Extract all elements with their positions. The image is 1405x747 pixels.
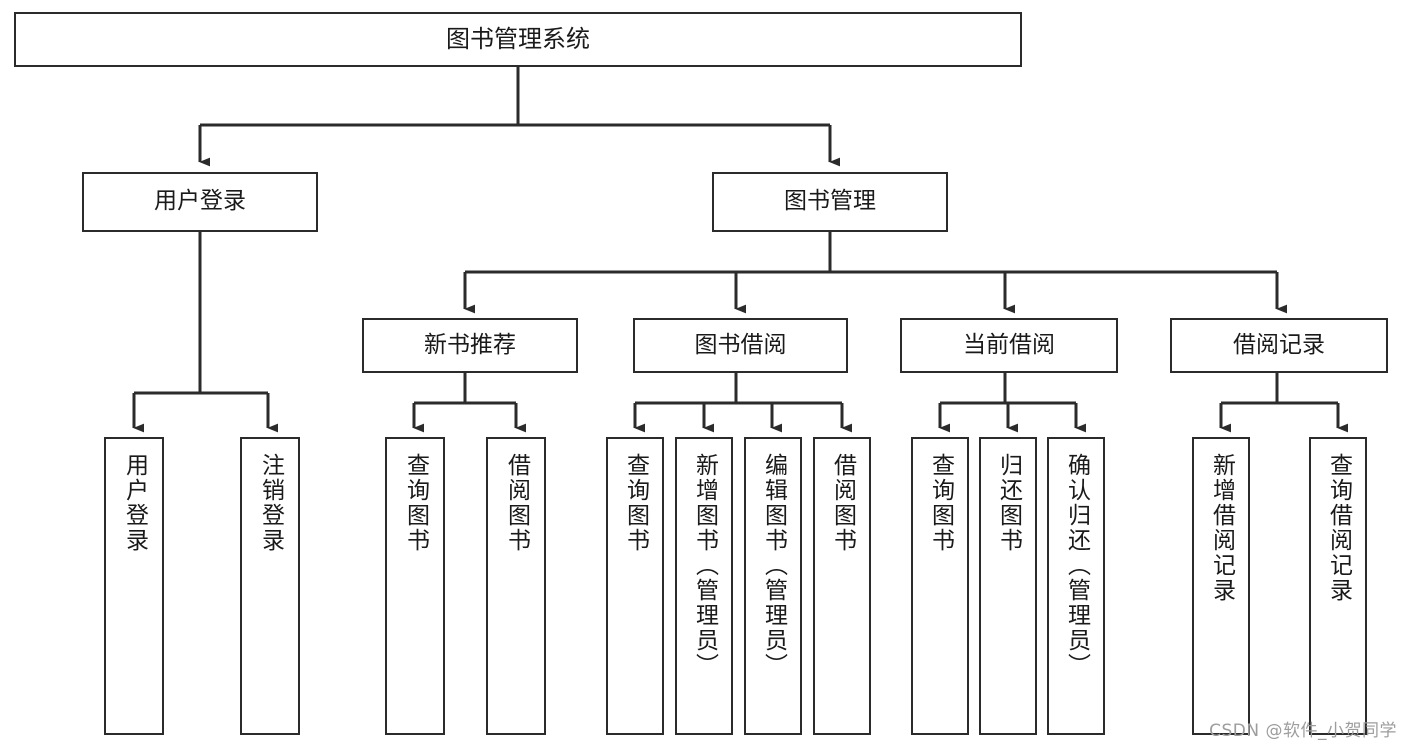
node-label: 用户登录 — [154, 188, 246, 215]
node-label: 新增借阅记录 — [1208, 453, 1235, 603]
node-leaf-borrow-book[interactable]: 借阅图书 — [813, 437, 871, 735]
node-book-management[interactable]: 图书管理 — [712, 172, 948, 232]
node-label: 用户登录 — [121, 453, 148, 553]
node-label: 查询图书 — [622, 453, 649, 553]
node-leaf-query-book-recommend[interactable]: 查询图书 — [385, 437, 445, 735]
node-label: 查询图书 — [402, 453, 429, 553]
node-label: 注销登录 — [257, 453, 284, 553]
node-label: 图书借阅 — [694, 331, 787, 358]
node-current-borrow[interactable]: 当前借阅 — [900, 318, 1118, 373]
node-label: 归还图书 — [995, 453, 1022, 553]
node-label: 编辑图书（管理员） — [760, 453, 787, 678]
node-leaf-query-book-borrow[interactable]: 查询图书 — [606, 437, 664, 735]
node-label: 新书推荐 — [424, 331, 516, 358]
node-label: 当前借阅 — [963, 331, 1055, 358]
node-leaf-add-book-admin[interactable]: 新增图书（管理员） — [675, 437, 733, 735]
node-label: 确认归还（管理员） — [1063, 453, 1090, 678]
node-label: 新增图书（管理员） — [691, 453, 718, 678]
node-borrow-record[interactable]: 借阅记录 — [1170, 318, 1388, 373]
node-leaf-edit-book-admin[interactable]: 编辑图书（管理员） — [744, 437, 802, 735]
node-new-book-recommend[interactable]: 新书推荐 — [362, 318, 578, 373]
node-label: 查询图书 — [927, 453, 954, 553]
node-label: 借阅记录 — [1233, 331, 1325, 358]
node-leaf-query-borrow-record[interactable]: 查询借阅记录 — [1309, 437, 1367, 735]
node-leaf-query-book-current[interactable]: 查询图书 — [911, 437, 969, 735]
node-leaf-user-login[interactable]: 用户登录 — [104, 437, 164, 735]
node-leaf-return-book[interactable]: 归还图书 — [979, 437, 1037, 735]
node-label: 借阅图书 — [503, 453, 530, 553]
node-user-login[interactable]: 用户登录 — [82, 172, 318, 232]
node-label: 借阅图书 — [829, 453, 856, 553]
node-root-book-management-system[interactable]: 图书管理系统 — [14, 12, 1022, 67]
node-leaf-add-borrow-record[interactable]: 新增借阅记录 — [1192, 437, 1250, 735]
node-leaf-confirm-return-admin[interactable]: 确认归还（管理员） — [1047, 437, 1105, 735]
node-label: 图书管理系统 — [446, 25, 590, 54]
node-book-borrow[interactable]: 图书借阅 — [633, 318, 848, 373]
node-label: 图书管理 — [784, 188, 876, 215]
node-leaf-logout[interactable]: 注销登录 — [240, 437, 300, 735]
node-label: 查询借阅记录 — [1325, 453, 1352, 603]
node-leaf-borrow-book-recommend[interactable]: 借阅图书 — [486, 437, 546, 735]
